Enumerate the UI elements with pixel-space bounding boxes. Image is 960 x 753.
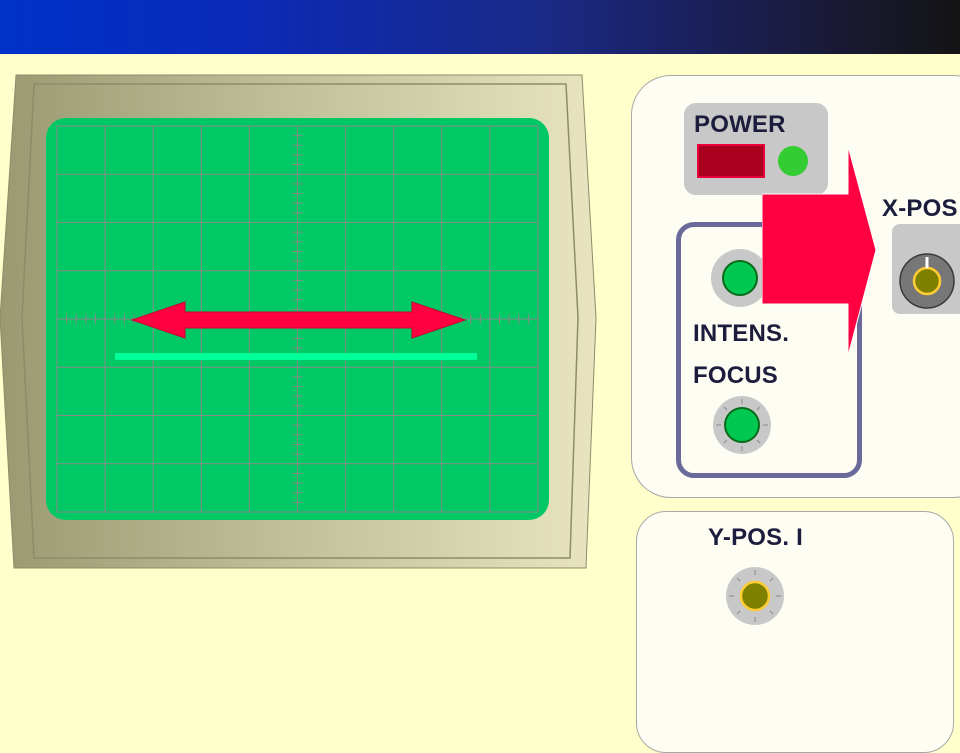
double-headed-arrow-icon xyxy=(130,301,467,339)
right-arrow-icon xyxy=(762,146,877,357)
power-indicator xyxy=(778,146,808,176)
y-pos-knob[interactable] xyxy=(725,566,785,626)
screen-overlay xyxy=(115,301,477,360)
focus-label: FOCUS xyxy=(693,362,778,389)
power-label: POWER xyxy=(694,111,786,138)
vertical-panel xyxy=(636,511,954,753)
x-pos-knob[interactable] xyxy=(899,253,955,309)
focus-knob[interactable] xyxy=(712,395,772,455)
y-pos-label: Y-POS. I xyxy=(708,524,803,551)
intens-knob[interactable] xyxy=(710,248,770,308)
x-pos-label: X-POS xyxy=(882,195,958,222)
title-bar xyxy=(0,0,960,54)
intens-label: INTENS. xyxy=(693,320,790,347)
trace-line xyxy=(115,353,477,360)
power-switch[interactable] xyxy=(697,144,765,178)
